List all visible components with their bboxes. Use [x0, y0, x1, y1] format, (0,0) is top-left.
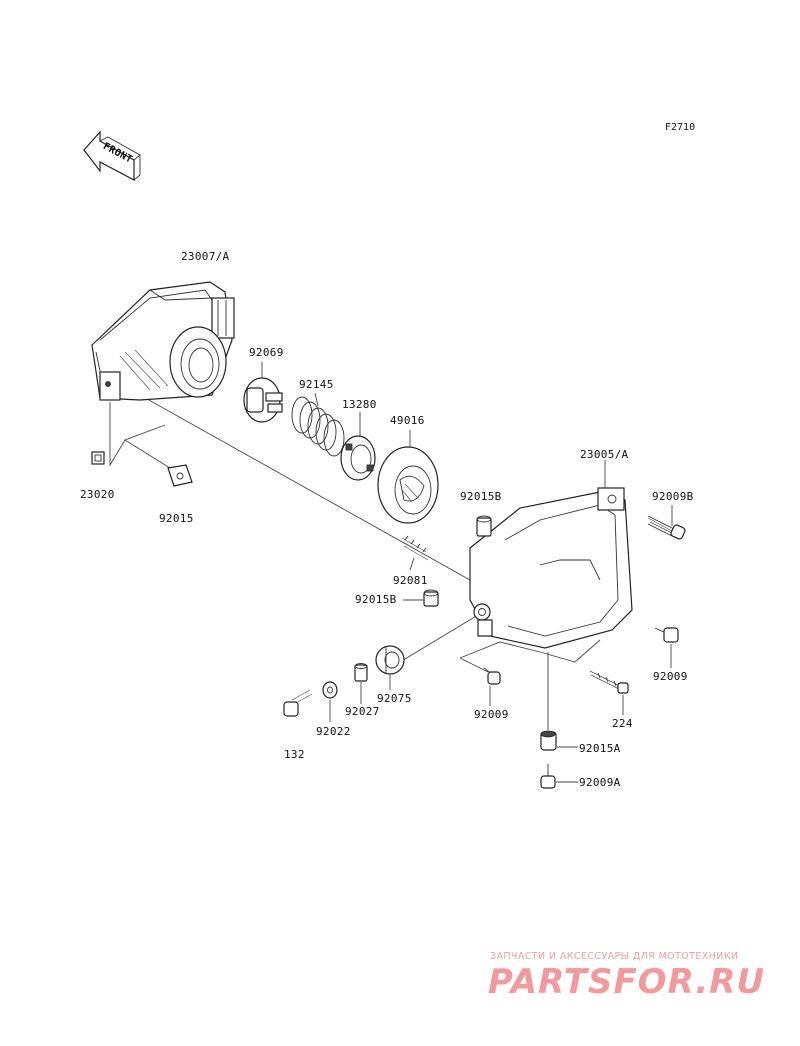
label-92075: 92075 — [377, 692, 412, 705]
label-13280: 13280 — [342, 398, 377, 411]
label-92015b-top: 92015B — [460, 490, 502, 503]
label-92015a: 92015A — [579, 742, 621, 755]
bulb-retainer-ring — [340, 412, 376, 481]
headlight-mount-case — [469, 460, 633, 649]
rubber-cap — [377, 430, 439, 524]
collar-bottom — [540, 730, 557, 751]
bolt-lowest — [540, 764, 556, 789]
headlight-housing — [91, 281, 235, 401]
label-92069: 92069 — [249, 346, 284, 359]
label-92009b: 92009B — [652, 490, 694, 503]
label-92022: 92022 — [316, 725, 351, 738]
headlight-bulb — [243, 362, 283, 423]
label-92081: 92081 — [393, 574, 428, 587]
bolt-right — [654, 627, 679, 643]
washer — [322, 681, 338, 699]
bolt-upper-right — [647, 515, 686, 540]
collar-spacer-middle — [423, 589, 439, 607]
label-92009-right: 92009 — [653, 670, 688, 683]
label-92027: 92027 — [345, 705, 380, 718]
front-arrow-icon: FRONT — [83, 130, 141, 181]
part-labels: 23007/A 92069 92145 13280 49016 23005/A … — [80, 250, 694, 789]
label-92009-bottom: 92009 — [474, 708, 509, 721]
label-224: 224 — [612, 717, 633, 730]
watermark-tagline: ЗАПЧАСТИ И АКСЕССУАРЫ ДЛЯ МОТОТЕХНИКИ — [490, 951, 739, 962]
label-132: 132 — [284, 748, 305, 761]
flange-bolt — [283, 689, 313, 717]
plate-nut — [167, 464, 193, 487]
label-23020: 23020 — [80, 488, 115, 501]
square-nut — [91, 451, 105, 465]
adjuster-spring — [401, 535, 429, 561]
figure-code: F2710 — [665, 122, 695, 133]
rubber-grommet — [375, 645, 405, 675]
label-92145: 92145 — [299, 378, 334, 391]
collar-spacer-top — [476, 515, 492, 537]
label-23007a: 23007/A — [181, 250, 230, 263]
spring — [291, 392, 345, 457]
bolt-bottom — [483, 667, 501, 685]
long-screw — [589, 670, 629, 694]
label-49016: 49016 — [390, 414, 425, 427]
label-92015: 92015 — [159, 512, 194, 525]
watermark-logo: PARTSFOR.RU — [488, 962, 766, 1002]
label-92015b-mid: 92015B — [355, 593, 397, 606]
collar — [354, 663, 368, 682]
label-23005a: 23005/A — [580, 448, 629, 461]
label-92009a: 92009A — [579, 776, 621, 789]
